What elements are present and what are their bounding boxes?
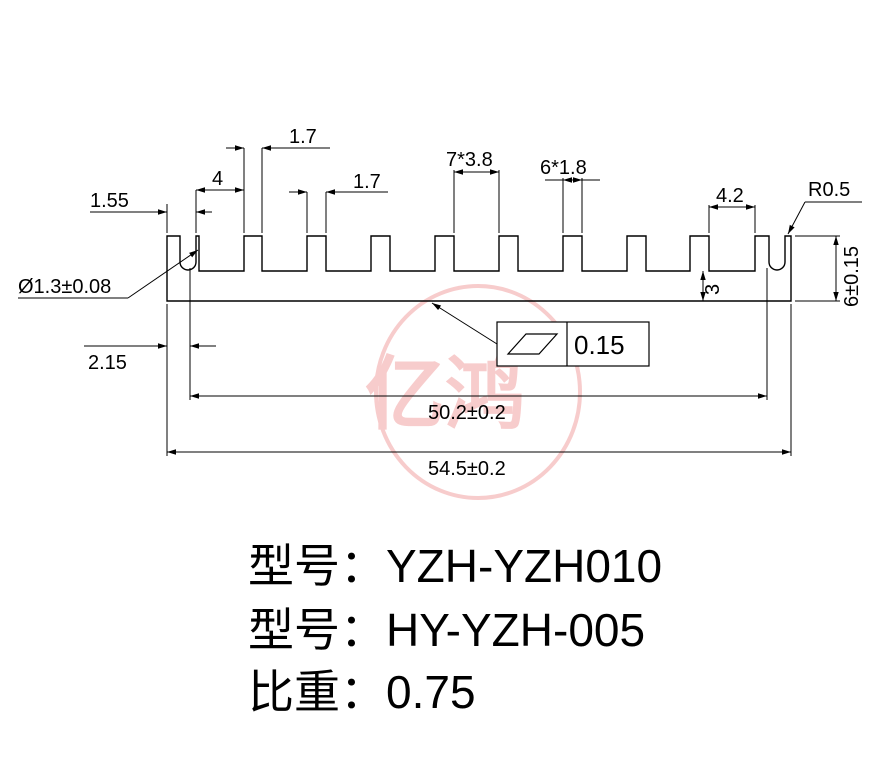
- dim-1-7-mid: 1.7: [353, 171, 381, 193]
- dim-4-2: 4.2: [716, 185, 744, 207]
- flatness-symbol-icon: [506, 333, 559, 355]
- dim-54-5: 54.5±0.2: [428, 458, 506, 480]
- heatsink-profile-outline: [166, 235, 792, 302]
- tolerance-frame-box: [496, 321, 650, 367]
- dim-3: 3: [702, 284, 724, 295]
- spec-model-2: 型号：HY-YZH-005: [248, 594, 645, 660]
- spec-model-2-label: 型号：: [248, 603, 386, 657]
- flatness-value: 0.15: [574, 330, 625, 360]
- dim-r0-5: R0.5: [808, 179, 850, 201]
- dimension-lines: [18, 145, 862, 455]
- dimension-labels: 1.55 4 1.7 1.7 7*3.8 6*1.8 4.2 R0.5 Ø1.3…: [18, 126, 863, 480]
- spec-model-2-value: HY-YZH-005: [386, 604, 646, 656]
- spec-model-1-value: YZH-YZH010: [386, 540, 663, 592]
- dim-7x3-8: 7*3.8: [446, 149, 493, 171]
- extension-lines: [166, 148, 840, 456]
- dim-1-7-top: 1.7: [289, 126, 317, 148]
- dim-4: 4: [212, 168, 223, 190]
- spec-density: 比重：0.75: [248, 656, 476, 722]
- dim-50-2: 50.2±0.2: [428, 402, 506, 424]
- spec-model-1-label: 型号：: [248, 539, 386, 593]
- dim-6x1-8: 6*1.8: [540, 157, 587, 179]
- flatness-tolerance-frame: 0.15: [496, 321, 650, 367]
- dim-1-55: 1.55: [90, 190, 129, 212]
- spec-density-value: 0.75: [386, 666, 476, 718]
- dim-2-15: 2.15: [88, 352, 127, 374]
- spec-model-1: 型号：YZH-YZH010: [248, 530, 662, 596]
- spec-density-label: 比重：: [248, 665, 386, 719]
- watermark-ring: [374, 284, 582, 500]
- dim-hole-diameter: Ø1.3±0.08: [18, 276, 111, 298]
- dim-height-6: 6±0.15: [841, 246, 863, 307]
